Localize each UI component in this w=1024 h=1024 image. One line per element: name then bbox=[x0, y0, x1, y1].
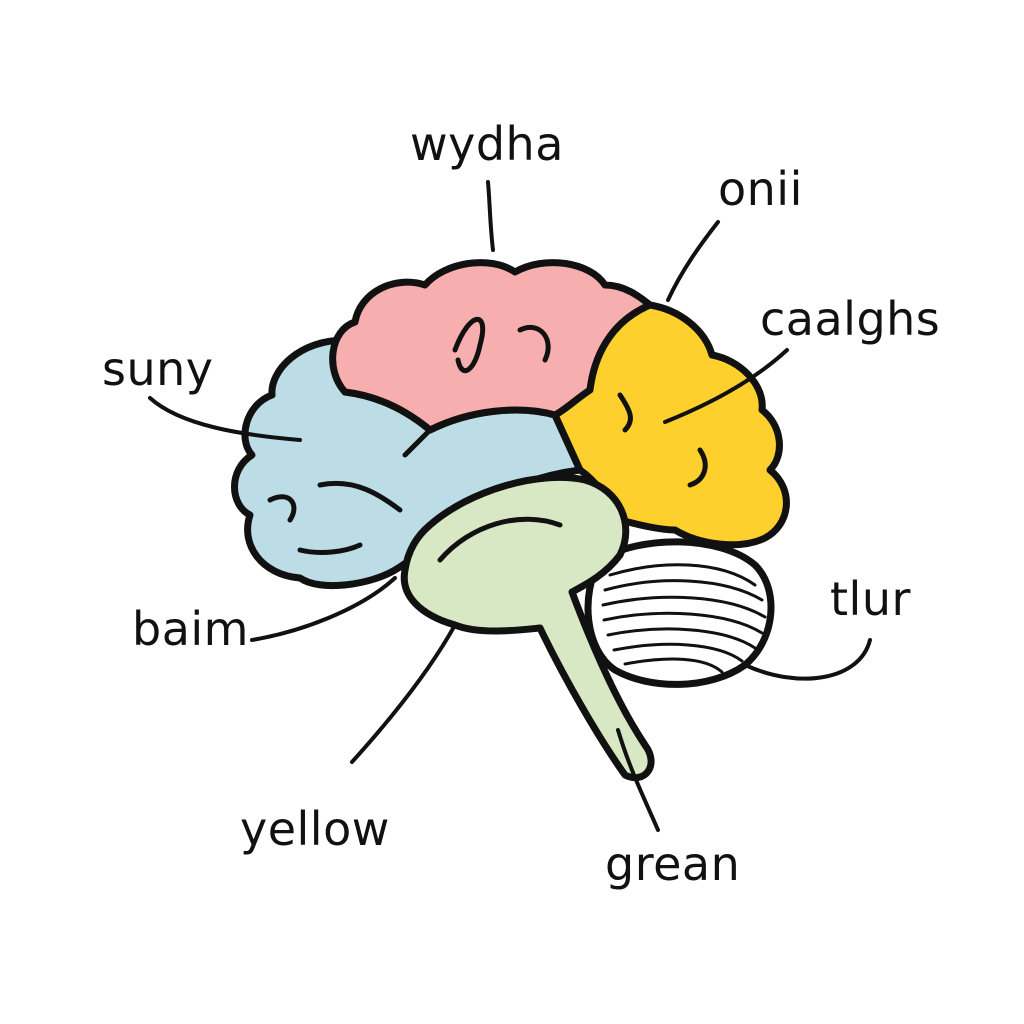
label-right-lower: tlur bbox=[830, 572, 911, 626]
pink-lobe bbox=[329, 259, 654, 434]
leader-left-upper bbox=[148, 396, 302, 442]
label-left-upper: suny bbox=[102, 342, 214, 396]
brain-folds bbox=[267, 316, 708, 563]
label-left-lower: baim bbox=[132, 602, 249, 656]
label-top: wydha bbox=[410, 117, 564, 171]
leader-right-lower bbox=[743, 638, 872, 681]
leader-top bbox=[486, 180, 495, 252]
leader-bottom-left bbox=[350, 623, 457, 764]
green-brainstem bbox=[400, 474, 655, 782]
label-top-right: onii bbox=[718, 162, 803, 216]
label-bottom-right: grean bbox=[605, 837, 740, 891]
yellow-lobe bbox=[551, 301, 790, 549]
leader-bottom-right bbox=[616, 728, 660, 832]
label-right-upper: caalghs bbox=[760, 292, 940, 346]
leader-top-right bbox=[666, 220, 720, 302]
leader-right-upper bbox=[663, 348, 789, 424]
leader-left-lower bbox=[250, 576, 397, 642]
leader-lines bbox=[148, 180, 872, 832]
label-bottom-left: yellow bbox=[240, 802, 390, 856]
